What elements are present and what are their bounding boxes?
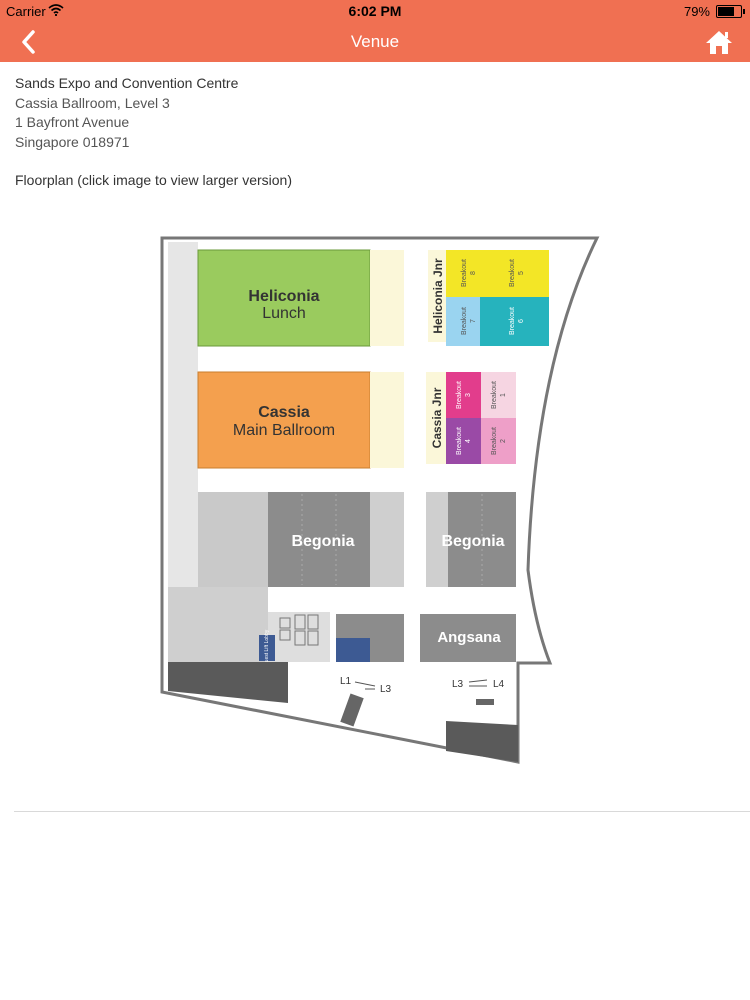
nav-bar: Venue xyxy=(0,22,750,62)
room-begonia-left xyxy=(268,492,370,587)
stairs-left-from-label: L1 xyxy=(340,676,352,687)
room-cassia-jnr xyxy=(426,372,446,464)
lower-left-area xyxy=(168,587,268,662)
heliconia-title: Heliconia xyxy=(248,288,319,305)
breakout-8 xyxy=(446,250,480,297)
venue-street: 1 Bayfront Avenue xyxy=(15,114,130,130)
room-heliconia-jnr xyxy=(428,250,446,342)
venue-name: Sands Expo and Convention Centre xyxy=(15,75,239,91)
cassia-sub: Main Ballroom xyxy=(233,422,335,439)
escalator-left-icon xyxy=(340,693,364,727)
content-divider xyxy=(14,811,750,812)
stairs-left-arrow-icon xyxy=(354,681,376,690)
lift-shaft xyxy=(258,662,276,682)
home-button[interactable] xyxy=(704,28,734,56)
breakout-6 xyxy=(480,297,549,346)
room-heliconia xyxy=(197,249,371,347)
stairs-right-from-label: L3 xyxy=(452,679,464,690)
guest-lift-lobby xyxy=(259,635,275,661)
begonia-left-label: Begonia xyxy=(291,533,354,550)
breakout-3 xyxy=(446,372,481,418)
begonia-left-prefunction xyxy=(370,492,404,587)
begonia-left-annex xyxy=(198,492,268,587)
floorplan-map: Heliconia Lunch Cassia Main Ballroom Hel… xyxy=(160,236,600,764)
floorplan-label: Floorplan (click image to view larger ve… xyxy=(15,172,292,188)
cassia-prefunction xyxy=(370,372,404,468)
breakout-1 xyxy=(481,372,516,418)
home-icon xyxy=(706,31,732,54)
venue-details: Sands Expo and Convention Centre Cassia … xyxy=(15,74,735,191)
status-bar: Carrier 6:02 PM 79% xyxy=(0,0,750,22)
escalator-right-icon xyxy=(476,699,494,705)
breakout-2 xyxy=(481,418,516,464)
carrier-label: Carrier xyxy=(6,4,46,19)
cassia-title: Cassia xyxy=(258,404,310,421)
clock: 6:02 PM xyxy=(348,3,402,19)
begonia-right-prefunction xyxy=(426,492,448,587)
cassia-jnr-label: Cassia Jnr xyxy=(430,387,444,448)
venue-room: Cassia Ballroom, Level 3 xyxy=(15,94,170,111)
room-cassia xyxy=(197,371,371,469)
left-corridor xyxy=(168,242,198,612)
stairs-left-to-label: L3 xyxy=(380,684,392,695)
stairs-right-arrow-icon xyxy=(468,679,488,687)
chevron-left-icon xyxy=(22,30,35,54)
lift-icons xyxy=(279,614,319,646)
bottom-wall-right xyxy=(446,721,518,762)
battery-percentage: 79% xyxy=(683,4,710,19)
floorplan-image[interactable]: Heliconia Lunch Cassia Main Ballroom Hel… xyxy=(150,225,610,765)
breakout-7 xyxy=(446,297,480,346)
lower-blue-room xyxy=(336,638,370,662)
lift-core xyxy=(268,612,330,662)
guest-lift-lobby-label: Guest Lift Lobby xyxy=(264,629,270,666)
venue-city: Singapore 018971 xyxy=(15,133,130,150)
room-angsana xyxy=(420,614,516,662)
battery-icon xyxy=(716,5,745,18)
heliconia-prefunction xyxy=(370,250,404,346)
back-button[interactable] xyxy=(14,28,44,56)
begonia-right-label: Begonia xyxy=(441,533,504,550)
breakout-5 xyxy=(480,250,549,297)
heliconia-sub: Lunch xyxy=(262,305,306,322)
heliconia-jnr-label: Heliconia Jnr xyxy=(431,258,445,334)
stairs-right-to-label: L4 xyxy=(493,679,505,690)
page-title: Venue xyxy=(350,32,400,51)
breakout-4 xyxy=(446,418,481,464)
angsana-label: Angsana xyxy=(437,629,501,646)
wifi-icon xyxy=(48,4,64,19)
